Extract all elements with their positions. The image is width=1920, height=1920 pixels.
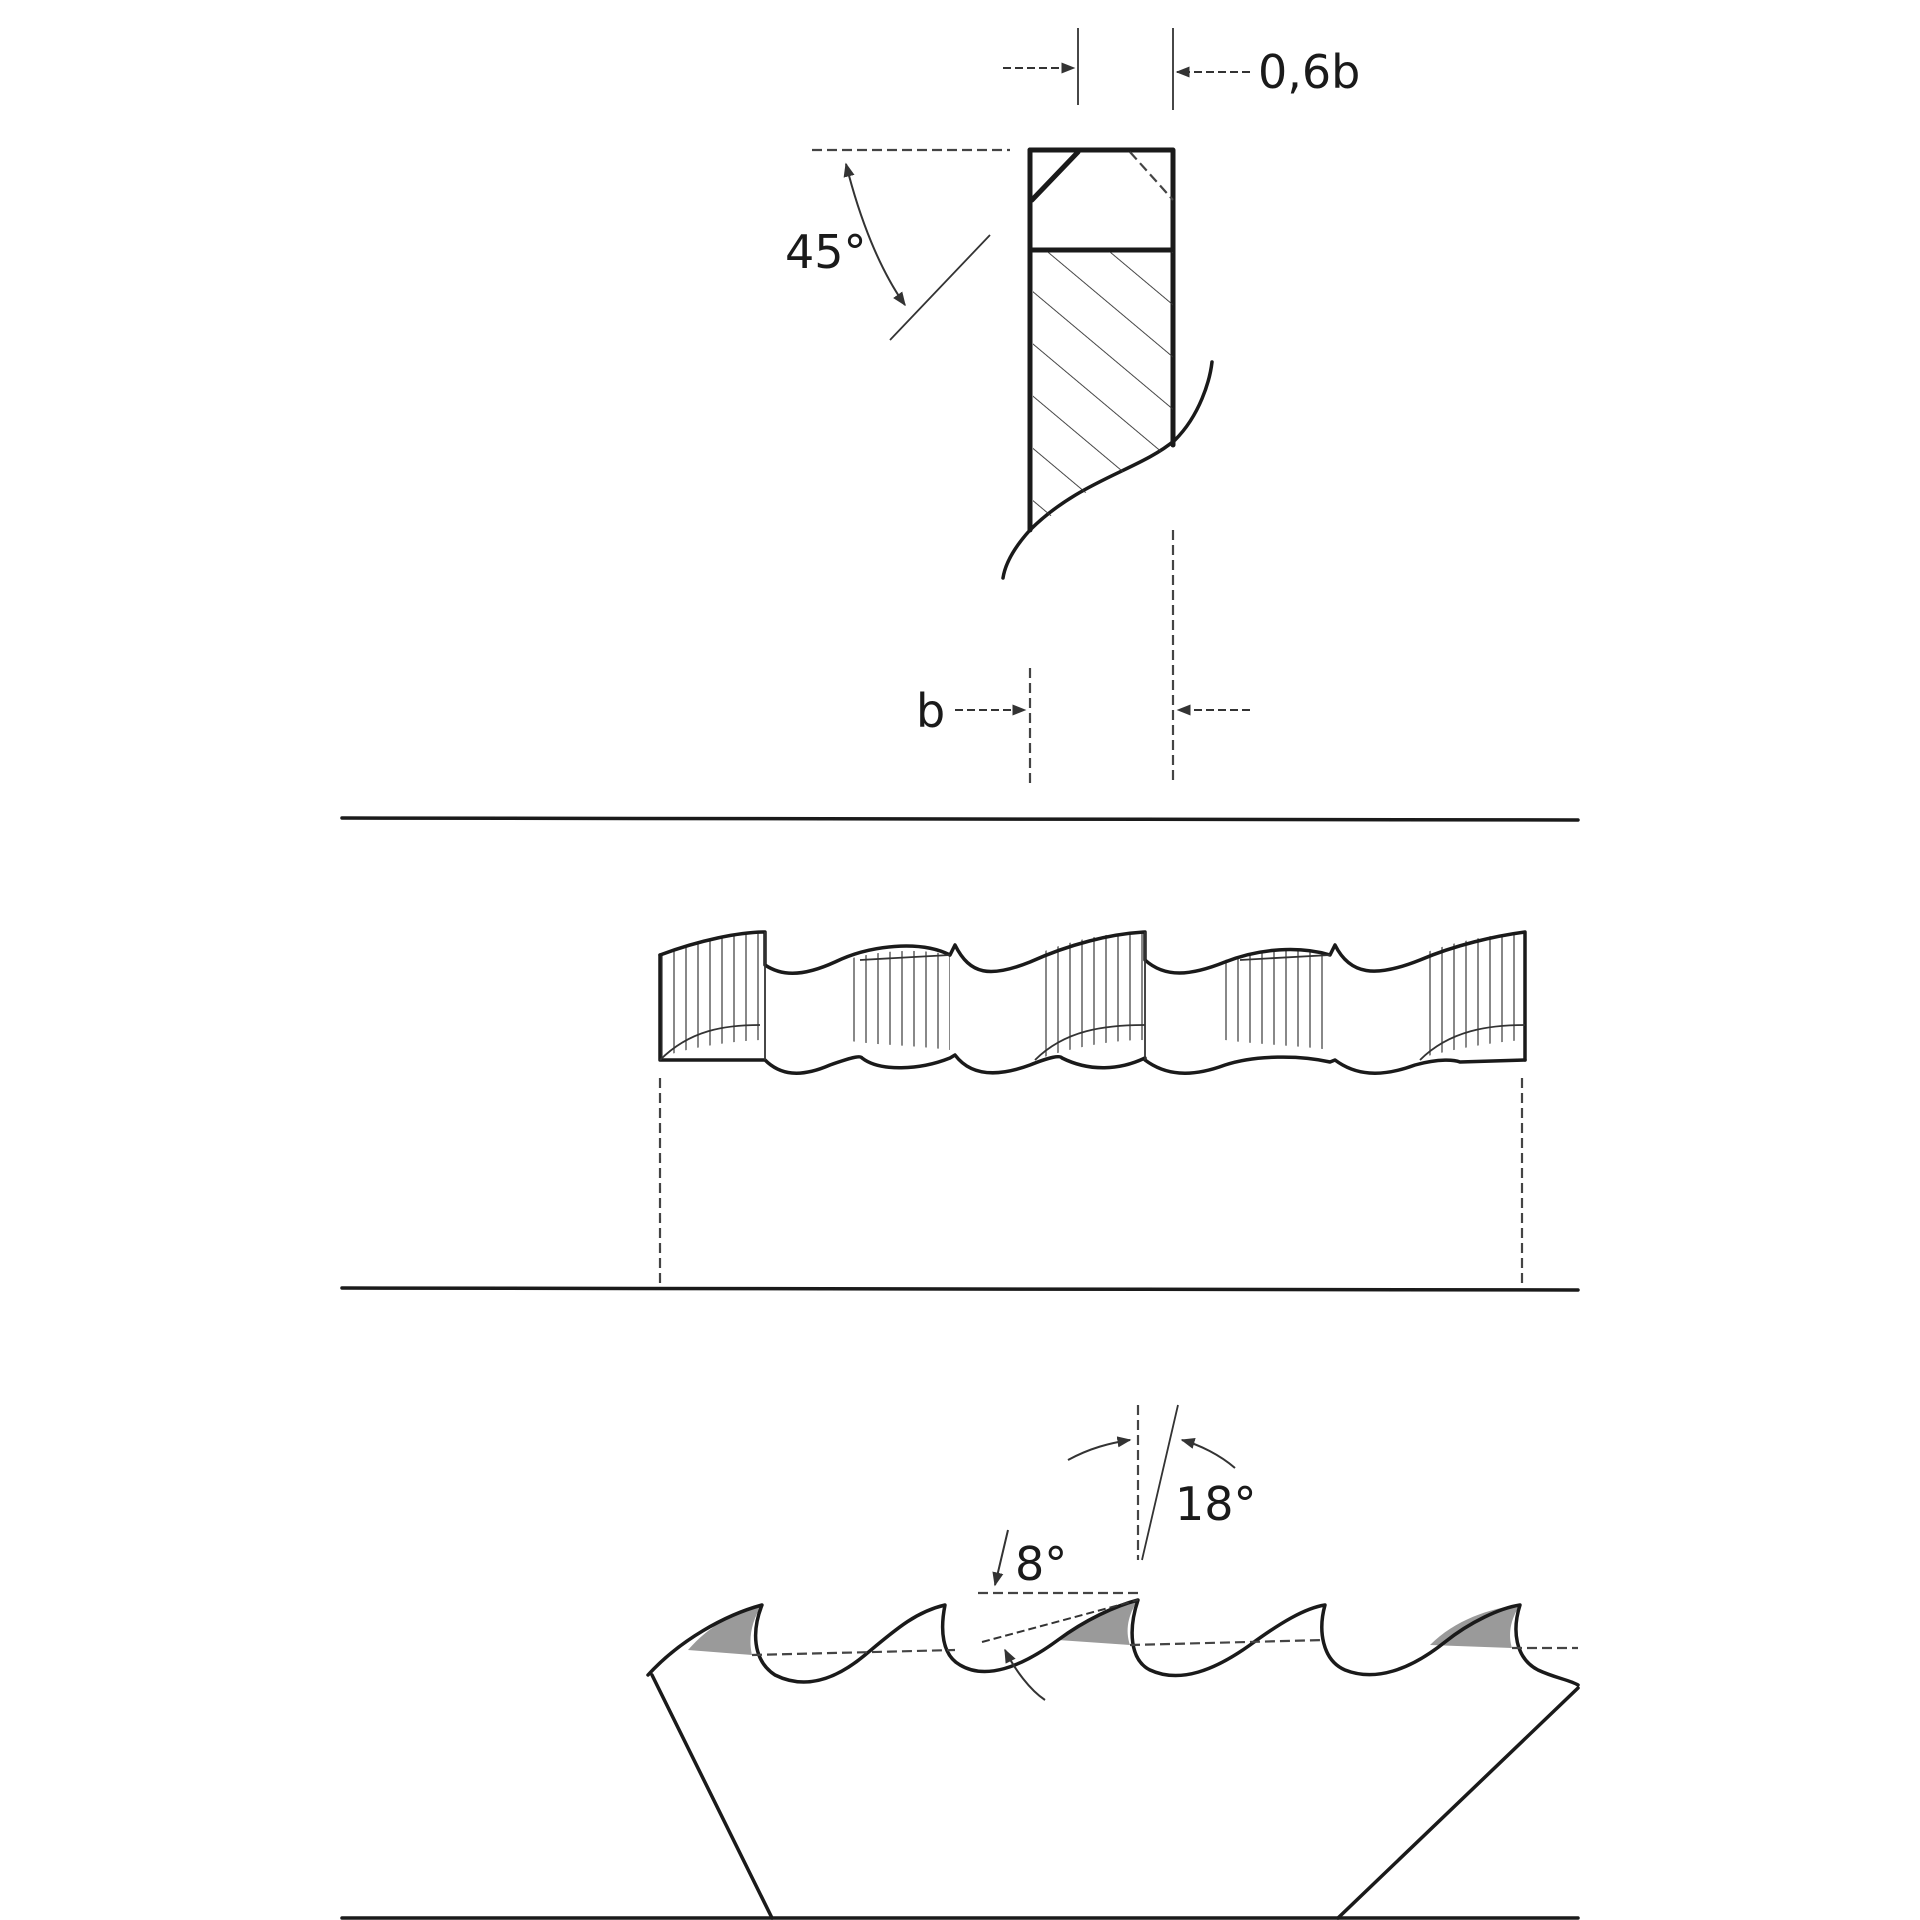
angle-45-dimension: 45° [785, 148, 1010, 341]
tooth-shading-1 [688, 1605, 762, 1655]
wavy-set-teeth [658, 930, 1527, 1288]
angle-8-label: 8° [1015, 1537, 1067, 1591]
wave-shading-4 [1225, 950, 1330, 1050]
angle-8-dimension: 8° [978, 1529, 1139, 1701]
tooth-profile: 8° 18° [646, 1404, 1580, 1920]
wave-shading-2 [845, 950, 950, 1050]
offset-dimension: 0,6b [1003, 28, 1360, 110]
separator-line-1 [340, 816, 1580, 822]
offset-label: 0,6b [1258, 45, 1360, 99]
separator-line-2 [340, 1286, 1580, 1292]
angle-18-label: 18° [1175, 1477, 1257, 1531]
tooth-cross-section: 0,6b 45° b [785, 28, 1360, 785]
angle-18-dimension: 18° [1067, 1404, 1257, 1561]
wave-shading-3 [1035, 932, 1145, 1060]
tooth-shading-2 [1058, 1600, 1138, 1645]
angle-45-label: 45° [785, 225, 867, 279]
wave-shading-5 [1420, 932, 1525, 1058]
width-dimension: b [916, 530, 1250, 785]
width-label: b [916, 684, 945, 738]
